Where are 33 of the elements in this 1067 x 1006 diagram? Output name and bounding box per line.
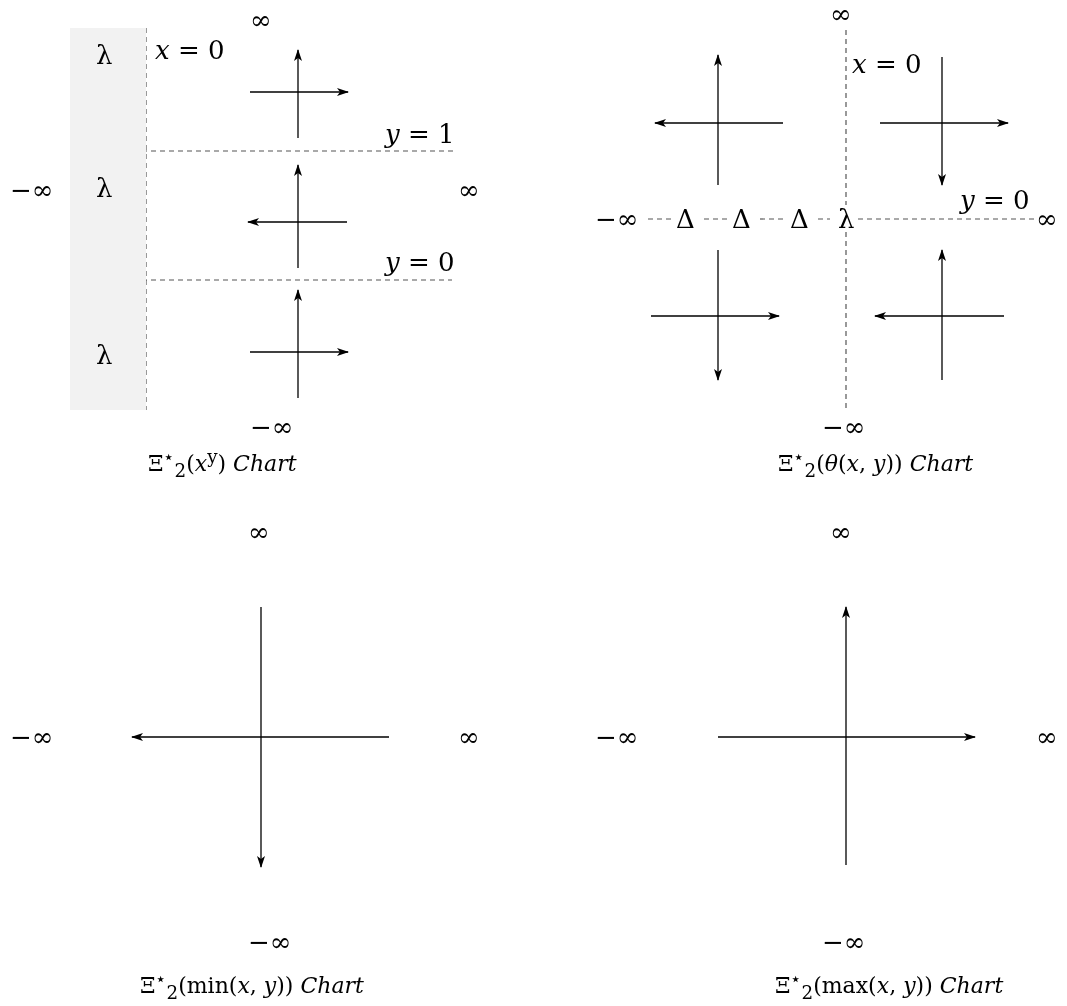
infinity-symbol: ∞ [458, 177, 480, 203]
lambda-symbol: λ [838, 206, 855, 232]
infinity-symbol: −∞ [595, 206, 639, 232]
chart-caption: Ξ$^{⋆}$$_{2}$(θ(x, y)) Chart [778, 448, 974, 480]
infinity-symbol: −∞ [10, 177, 54, 203]
equation-label: x = 0 [155, 37, 225, 63]
infinity-symbol: ∞ [250, 7, 272, 33]
infinity-symbol: −∞ [595, 724, 639, 750]
equation-label: y = 0 [960, 187, 1030, 213]
delta-symbol: Δ [790, 206, 809, 232]
equation-label: y = 1 [385, 121, 455, 147]
chart-caption: Ξ$^{⋆}$$_{2}$(min(x, y)) Chart [140, 970, 364, 1002]
chart-caption: Ξ$^{⋆}$$_{2}$(x$^{y}$) Chart [148, 448, 297, 480]
infinity-symbol: −∞ [248, 929, 292, 955]
delta-symbol: Δ [732, 206, 751, 232]
equation-label: y = 0 [385, 249, 455, 275]
region-label: λ [96, 342, 113, 368]
region-label: λ [96, 175, 113, 201]
infinity-symbol: ∞ [830, 1, 852, 27]
infinity-symbol: −∞ [10, 724, 54, 750]
chart-caption: Ξ$^{⋆}$$_{2}$(max(x, y)) Chart [775, 970, 1004, 1002]
infinity-symbol: −∞ [822, 414, 866, 440]
infinity-symbol: ∞ [830, 519, 852, 545]
infinity-symbol: ∞ [1036, 206, 1058, 232]
infinity-symbol: ∞ [248, 519, 270, 545]
region-label: λ [96, 42, 113, 68]
infinity-symbol: −∞ [250, 414, 294, 440]
infinity-symbol: −∞ [822, 929, 866, 955]
infinity-symbol: ∞ [458, 724, 480, 750]
infinity-symbol: ∞ [1036, 724, 1058, 750]
equation-label: x = 0 [852, 51, 922, 77]
delta-symbol: Δ [676, 206, 695, 232]
shaded-band [70, 28, 146, 410]
